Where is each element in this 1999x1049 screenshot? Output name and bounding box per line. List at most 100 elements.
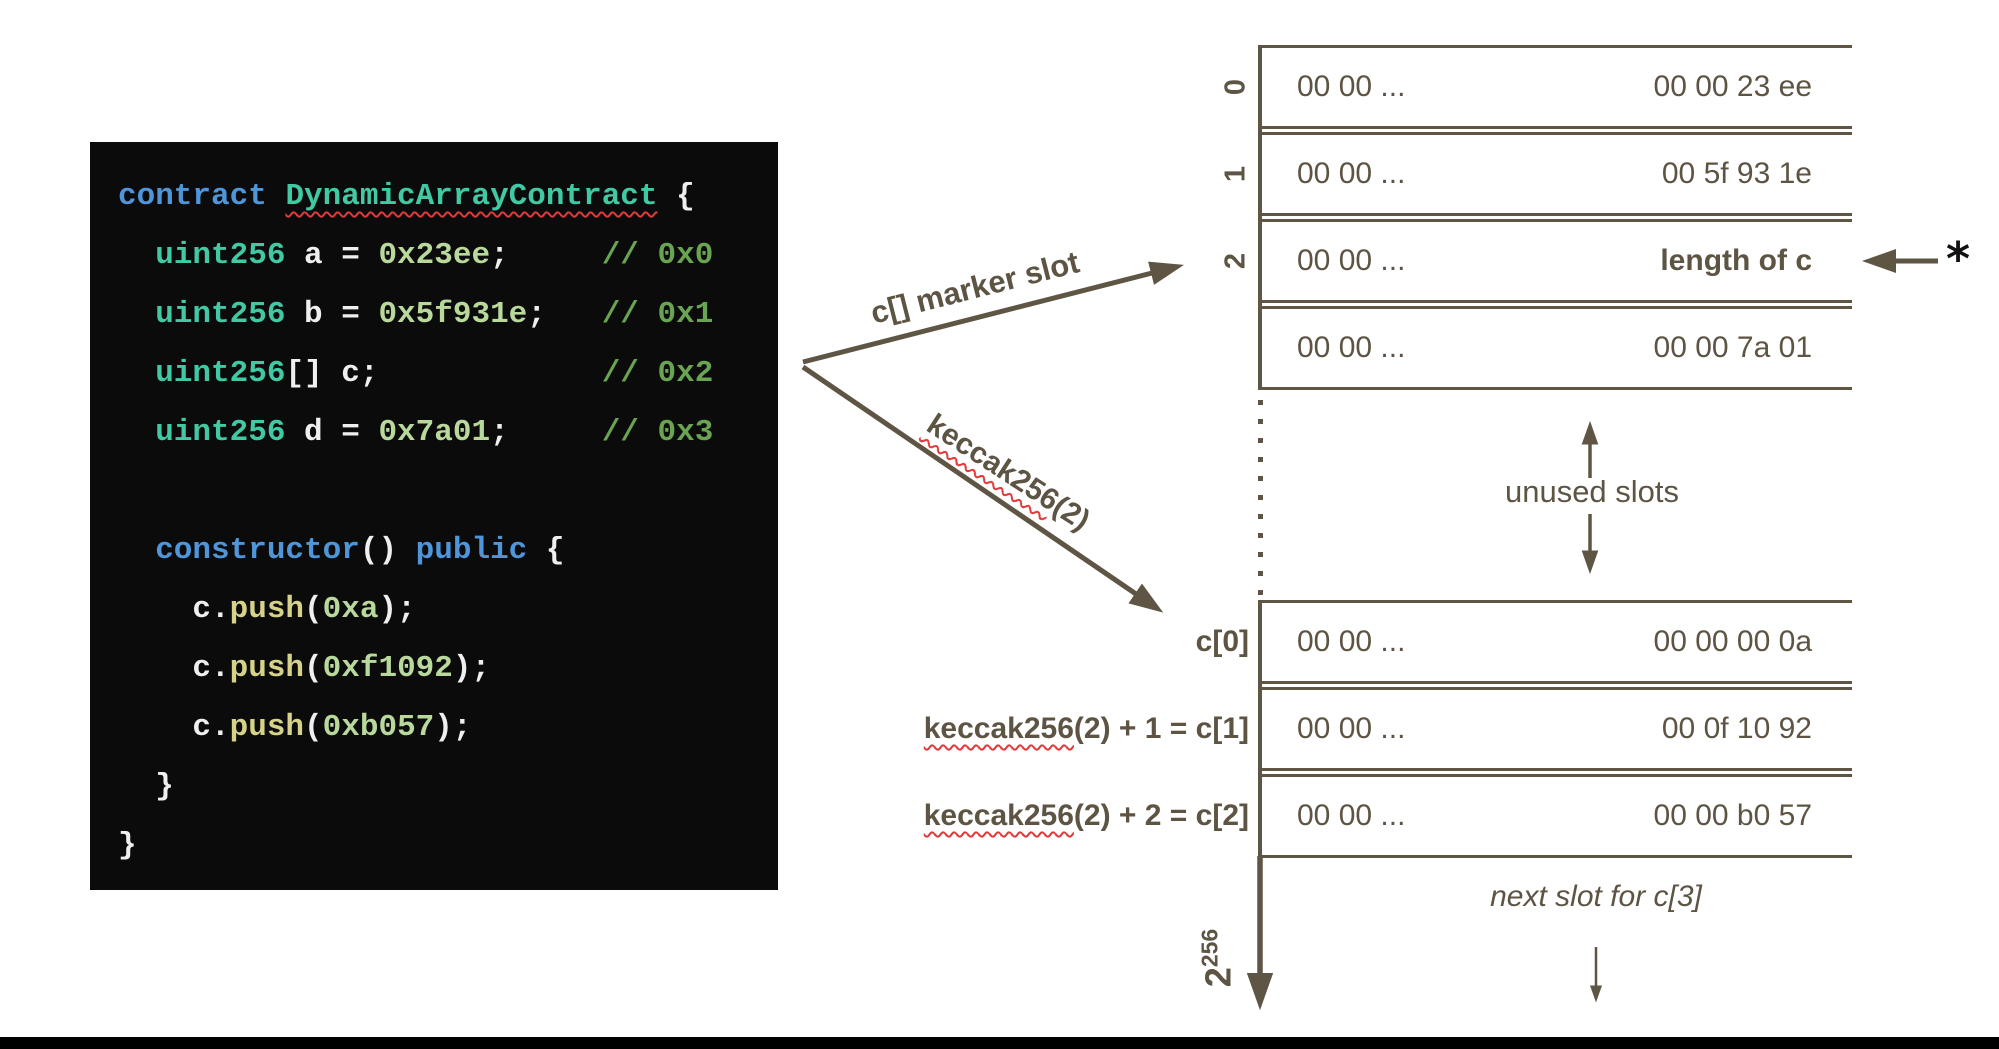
code-line bbox=[90, 462, 778, 521]
slot-value: length of c bbox=[1660, 244, 1812, 277]
code-token-val: 0xf1092 bbox=[322, 651, 453, 686]
code-token-plain: () bbox=[359, 533, 398, 568]
slot-value: 00 00 7a 01 bbox=[1653, 331, 1812, 364]
code-token-plain: ; bbox=[490, 415, 509, 450]
next-slot-label: next slot for c[3] bbox=[1490, 880, 1702, 913]
slot-bytes-prefix: 00 00 ... bbox=[1297, 799, 1406, 832]
slot-value: 00 5f 93 1e bbox=[1661, 157, 1812, 190]
unused-slots-dotted-line bbox=[1258, 400, 1263, 596]
bottom-edge-bar bbox=[0, 1037, 1999, 1049]
code-token-plain: c. bbox=[118, 710, 230, 745]
array-slot-label-text: (2) + 2 = c[2] bbox=[1073, 799, 1249, 832]
slot-number-label: 1 bbox=[1219, 165, 1252, 183]
code-token-plain: c. bbox=[118, 592, 230, 627]
code-token-fn: push bbox=[229, 651, 305, 686]
slot-value: 00 00 00 0a bbox=[1653, 625, 1812, 658]
code-token-plain: ; bbox=[527, 297, 546, 332]
slot-value: 00 00 23 ee bbox=[1653, 70, 1812, 103]
code-line: c.push(0xf1092); bbox=[90, 639, 778, 698]
asterisk-footnote: * bbox=[1946, 232, 1971, 286]
code-token-plain: b = bbox=[285, 297, 379, 332]
solidity-code-panel: contract DynamicArrayContract { uint256 … bbox=[90, 142, 778, 890]
marker-slot-label: c[] marker slot bbox=[867, 244, 1083, 331]
code-token-val: 0xb057 bbox=[322, 710, 435, 745]
slot-bytes-prefix: 00 00 ... bbox=[1297, 70, 1406, 103]
storage-slot-row: 00 00 ... 00 00 23 ee bbox=[1258, 45, 1852, 129]
storage-slot-row: 00 00 ... 00 5f 93 1e bbox=[1258, 132, 1852, 216]
code-line: c.push(0xa); bbox=[90, 580, 778, 639]
power-exponent: 256 bbox=[1196, 928, 1223, 968]
code-line: uint256[] c; // 0x2 bbox=[90, 344, 778, 403]
code-line: c.push(0xb057); bbox=[90, 698, 778, 757]
slot-number-label: 0 bbox=[1219, 78, 1252, 96]
slot-value: 00 0f 10 92 bbox=[1661, 712, 1812, 745]
code-token-kw: constructor bbox=[118, 533, 360, 568]
slot-number-label: 2 bbox=[1219, 252, 1252, 270]
code-token-plain: ; bbox=[490, 238, 509, 273]
class-name-token: DynamicArrayContract bbox=[285, 179, 658, 214]
array-slot-label: keccak256(2) + 2 = c[2] bbox=[924, 799, 1249, 833]
slot-bytes-prefix: 00 00 ... bbox=[1297, 712, 1406, 745]
code-line: } bbox=[90, 757, 778, 816]
keccak-word: keccak256 bbox=[923, 712, 1074, 745]
storage-table-bottom-left-border bbox=[1258, 600, 1262, 858]
code-token-plain: ( bbox=[304, 651, 323, 686]
slot-bytes-prefix: 00 00 ... bbox=[1297, 625, 1406, 658]
storage-slot-row: 00 00 ... 00 00 7a 01 bbox=[1258, 306, 1852, 390]
slot-bytes-prefix: 00 00 ... bbox=[1297, 157, 1406, 190]
code-line: constructor() public { bbox=[90, 521, 778, 580]
code-token-type: uint256 bbox=[118, 238, 286, 273]
code-token-fn: push bbox=[229, 710, 305, 745]
keccak-arrow-label: keccak256(2) bbox=[920, 407, 1096, 538]
array-slot-label-text: c[0] bbox=[1195, 625, 1249, 658]
code-token-plain: d = bbox=[285, 415, 379, 450]
code-token-val: 0xa bbox=[322, 592, 379, 627]
code-token-plain: } bbox=[118, 828, 137, 863]
array-slot-label: c[0] bbox=[1196, 625, 1249, 659]
code-token-type: uint256 bbox=[118, 415, 286, 450]
code-token-plain: } bbox=[118, 769, 174, 804]
code-token-plain: ( bbox=[304, 592, 323, 627]
storage-slot-row: 00 00 ... 00 0f 10 92 bbox=[1258, 687, 1852, 771]
keccak-word: keccak256 bbox=[923, 799, 1074, 832]
storage-table-top: 00 00 ... 00 00 23 ee 00 00 ... 00 5f 93 1e… bbox=[1258, 45, 1852, 390]
code-token-plain: { bbox=[657, 179, 695, 214]
code-token-type: uint256 bbox=[118, 297, 286, 332]
code-token-val: 0x7a01 bbox=[378, 415, 491, 450]
storage-slot-row: 00 00 ... 00 00 b0 57 bbox=[1258, 774, 1852, 858]
code-token-plain: ); bbox=[378, 592, 416, 627]
code-token-cmt: // 0x3 bbox=[508, 415, 714, 450]
code-token-type: uint256 bbox=[118, 356, 286, 391]
power-base: 2 bbox=[1197, 967, 1239, 988]
array-slot-label: keccak256(2) + 1 = c[1] bbox=[924, 712, 1249, 746]
slot-value: 00 00 b0 57 bbox=[1653, 799, 1812, 832]
storage-table-bottom: 00 00 ... 00 00 00 0a 00 00 ... 00 0f 10 92… bbox=[1258, 600, 1852, 858]
code-token-kw: public bbox=[397, 533, 528, 568]
code-token-plain: a = bbox=[285, 238, 379, 273]
code-line: } bbox=[90, 816, 778, 875]
code-token-val: 0x23ee bbox=[378, 238, 491, 273]
code-token-plain: ( bbox=[304, 710, 323, 745]
code-token-plain: ); bbox=[434, 710, 472, 745]
storage-slot-row: 00 00 ... 00 00 00 0a bbox=[1258, 600, 1852, 684]
code-line: uint256 d = 0x7a01; // 0x3 bbox=[90, 403, 778, 462]
storage-table-top-left-border bbox=[1258, 45, 1262, 390]
array-slot-label-text: (2) + 1 = c[1] bbox=[1073, 712, 1249, 745]
slot-bytes-prefix: 00 00 ... bbox=[1297, 331, 1406, 364]
code-token-cmt: // 0x1 bbox=[545, 297, 714, 332]
code-line: uint256 b = 0x5f931e; // 0x1 bbox=[90, 285, 778, 344]
keccak-arrow bbox=[801, 364, 1164, 613]
code-token-plain: { bbox=[527, 533, 565, 568]
code-line: uint256 a = 0x23ee; // 0x0 bbox=[90, 226, 778, 285]
code-token-cmt: // 0x2 bbox=[378, 356, 714, 391]
code-lines: contract DynamicArrayContract { uint256 … bbox=[90, 167, 778, 875]
code-line: contract DynamicArrayContract { bbox=[90, 167, 778, 226]
code-token-plain: [] c; bbox=[285, 356, 379, 391]
code-token-kw: contract bbox=[118, 179, 286, 214]
two-pow-256-label: 2256 bbox=[1197, 929, 1240, 987]
code-token-val: 0x5f931e bbox=[378, 297, 528, 332]
keccak-arrow-label-word: keccak256 bbox=[920, 407, 1065, 518]
unused-slots-label: unused slots bbox=[1504, 474, 1680, 509]
code-token-fn: push bbox=[229, 592, 305, 627]
